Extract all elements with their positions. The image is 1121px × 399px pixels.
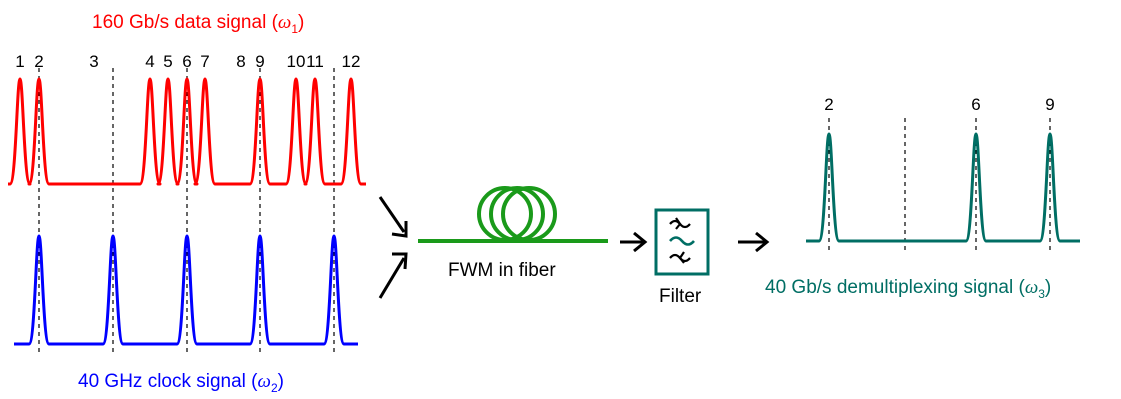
output-pulse-label: 9 bbox=[1045, 95, 1054, 114]
data-input-arrow bbox=[378, 196, 406, 233]
slot-label: 7 bbox=[200, 52, 209, 71]
fiber-coil-icon bbox=[418, 186, 608, 243]
output-slot-guides bbox=[828, 118, 1051, 252]
slot-label: 1 bbox=[15, 52, 24, 71]
slot-label: 6 bbox=[182, 52, 191, 71]
bandpass-filter-icon bbox=[654, 208, 710, 276]
arrow-to-output bbox=[738, 231, 770, 253]
slot-label: 11 bbox=[306, 52, 324, 71]
slot-label: 3 bbox=[89, 52, 98, 71]
clock-signal-title: 40 GHz clock signal (ω2) bbox=[78, 371, 284, 394]
data-signal-title: 160 Gb/s data signal (ω1) bbox=[92, 12, 304, 36]
data-signal-waveform bbox=[8, 77, 366, 186]
slot-label: 2 bbox=[34, 52, 43, 71]
arrow-to-filter bbox=[620, 231, 648, 253]
slot-label: 12 bbox=[342, 52, 361, 71]
filter-label: Filter bbox=[659, 286, 702, 307]
slot-label: 8 bbox=[236, 52, 245, 71]
clock-signal-waveform bbox=[14, 234, 358, 346]
combiner-arrows bbox=[378, 196, 408, 299]
slot-label: 4 bbox=[145, 52, 154, 71]
output-signal-title: 40 Gb/s demultiplexing signal (ω3) bbox=[765, 277, 1051, 301]
output-signal-waveform bbox=[806, 132, 1080, 243]
clock-slot-guides bbox=[38, 68, 335, 356]
slot-label: 5 bbox=[163, 52, 172, 71]
slot-label: 10 bbox=[287, 52, 306, 71]
output-pulse-labels: 2 6 9 bbox=[824, 95, 1054, 114]
output-pulse-label: 6 bbox=[971, 95, 980, 114]
slot-label: 9 bbox=[255, 52, 264, 71]
fiber-label: FWM in fiber bbox=[448, 260, 556, 281]
output-pulse-label: 2 bbox=[824, 95, 833, 114]
clock-input-arrow bbox=[378, 257, 406, 299]
